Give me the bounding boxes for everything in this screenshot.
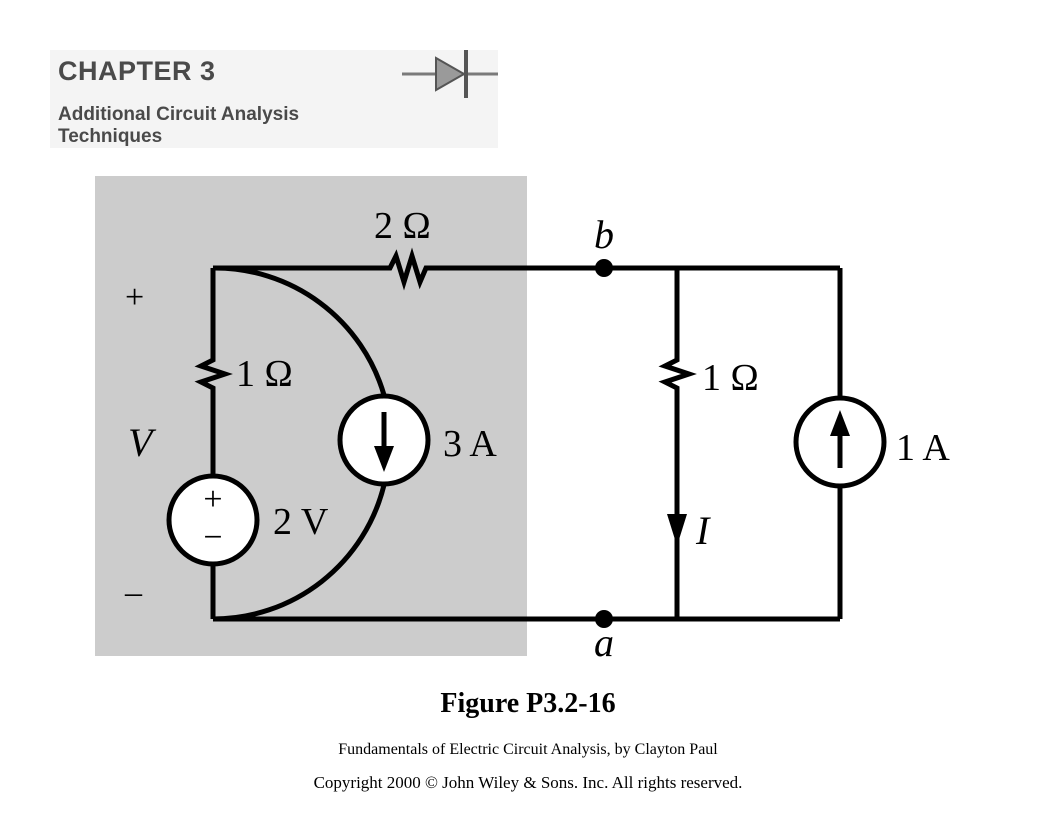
current-i-label: I — [695, 508, 711, 553]
chapter-subtitle: Additional Circuit Analysis Techniques — [58, 104, 299, 148]
voltage-source-plus: + — [203, 481, 222, 518]
left-branch — [194, 268, 233, 476]
chapter-subtitle-line1: Additional Circuit Analysis — [58, 104, 300, 125]
diode-icon — [402, 50, 498, 98]
node-b-dot — [595, 259, 613, 277]
node-a-dot — [595, 610, 613, 628]
chapter-title: CHAPTER 3 — [58, 56, 216, 86]
figure-caption: Figure P3.2-16 — [440, 688, 616, 719]
book-citation: Fundamentals of Electric Circuit Analysi… — [338, 741, 718, 758]
node-a-label: a — [594, 620, 614, 665]
middle-branch — [658, 268, 697, 619]
voltage-source-2v: + − — [166, 473, 260, 567]
current-arrow-icon — [667, 514, 687, 546]
arc-wire-upper — [212, 265, 387, 396]
copyright-notice: Copyright 2000 © John Wiley & Sons. Inc.… — [313, 773, 743, 792]
terminal-plus: + — [125, 279, 144, 316]
arc-wire-lower — [212, 484, 387, 622]
shaded-region — [95, 176, 527, 656]
chapter-header — [50, 50, 498, 148]
current-source-1a — [793, 395, 887, 489]
resistor-middle-label: 1 Ω — [702, 357, 759, 399]
top-wire — [213, 247, 840, 291]
terminal-minus: – — [124, 574, 143, 611]
voltage-source-minus: − — [203, 519, 222, 556]
current-source-3a-label: 3 A — [443, 423, 497, 465]
resistor-left-label: 1 Ω — [236, 353, 293, 395]
resistor-top-label: 2 Ω — [374, 205, 431, 247]
voltage-v-label: V — [128, 420, 157, 465]
voltage-source-label: 2 V — [273, 501, 329, 543]
current-source-3a — [337, 393, 431, 487]
chapter-subtitle-line2: Techniques — [58, 126, 163, 147]
current-source-1a-label: 1 A — [896, 427, 950, 469]
node-b-label: b — [594, 212, 614, 257]
